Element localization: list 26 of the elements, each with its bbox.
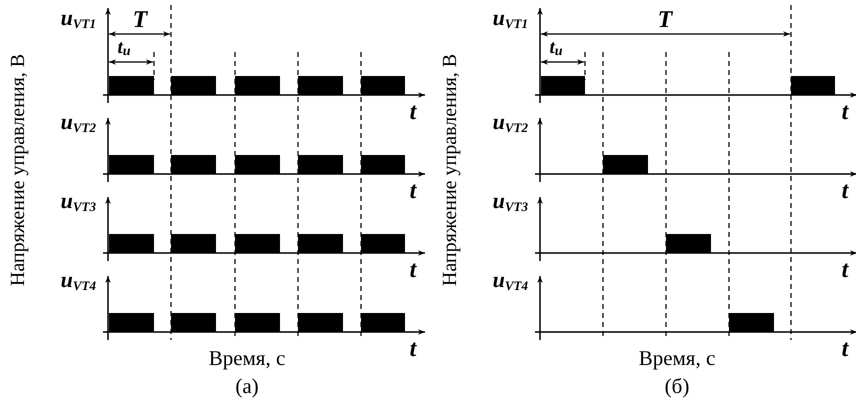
signal-label: u$_{VT1}$ bbox=[60, 6, 96, 30]
panel-caption: (б) bbox=[664, 376, 690, 396]
pulse-width-label: t$_{u}$ bbox=[117, 38, 131, 58]
signal-label: u$_{VT3}$ bbox=[60, 190, 96, 212]
axis-label: t bbox=[410, 179, 416, 203]
signal-label: u$_{VT1}$ bbox=[492, 6, 528, 30]
axis-title: Напряжение управления, В bbox=[8, 54, 28, 286]
axis-label: t bbox=[410, 337, 416, 361]
pulse-width-label: t$_{u}$ bbox=[549, 38, 563, 58]
period-label: T bbox=[132, 8, 148, 32]
axis-label: t bbox=[410, 100, 416, 124]
signal-label: u$_{VT3}$ bbox=[492, 190, 528, 212]
axis-title: Напряжение управления, В bbox=[440, 54, 460, 286]
signal-label: u$_{VT2}$ bbox=[60, 110, 96, 134]
axis-label: t bbox=[842, 258, 848, 282]
period-label: T bbox=[658, 8, 672, 32]
axis-label: t bbox=[842, 179, 848, 203]
axis-label: t bbox=[842, 100, 848, 124]
signal-label: u$_{VT4}$ bbox=[60, 268, 96, 292]
panel-caption: (а) bbox=[235, 376, 259, 396]
axis-title: Время, с bbox=[638, 348, 716, 368]
axis-label: t bbox=[842, 337, 848, 361]
signal-label: u$_{VT2}$ bbox=[492, 110, 528, 134]
signal-label: u$_{VT4}$ bbox=[492, 268, 528, 292]
axis-label: t bbox=[410, 258, 416, 282]
axis-title: Время, с bbox=[208, 348, 286, 368]
